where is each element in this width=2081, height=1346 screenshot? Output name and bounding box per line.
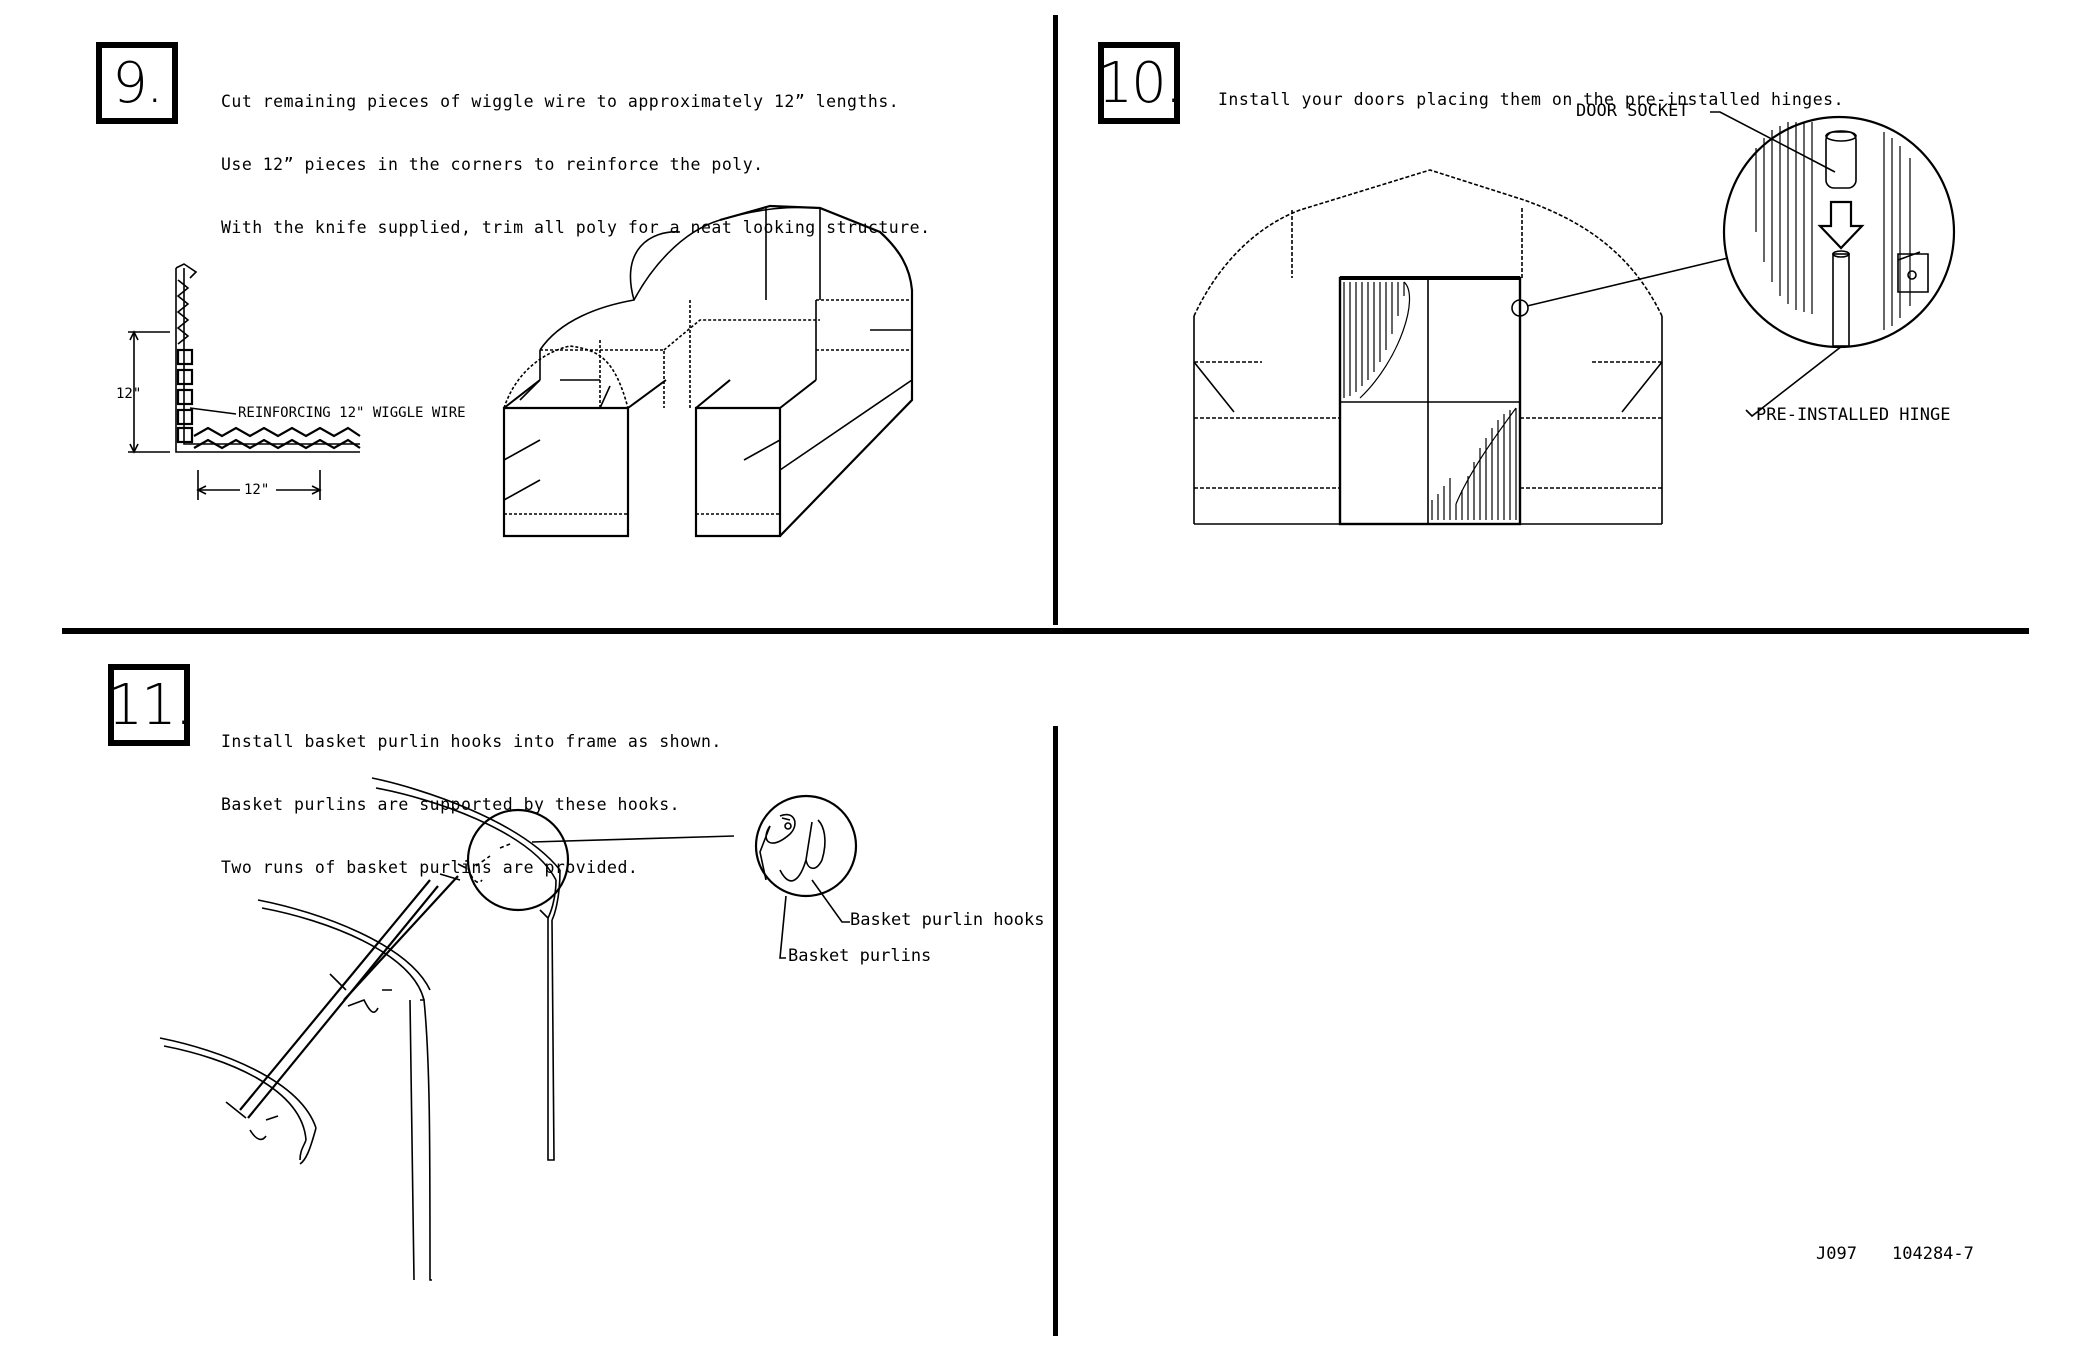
hoop-frame-with-purlins (159, 777, 858, 1281)
purlins-label: Basket purlins (788, 946, 932, 966)
hinge-detail (1710, 111, 1956, 418)
horizontal-divider (62, 628, 2029, 634)
instruction-line: With the knife supplied, trim all poly f… (221, 218, 931, 237)
instruction-line: Cut remaining pieces of wiggle wire to a… (221, 92, 900, 111)
greenhouse-isometric (502, 204, 914, 538)
instruction-line: Two runs of basket purlins are provided. (221, 858, 639, 877)
part-number: 104284-7 (1892, 1244, 1974, 1264)
greenhouse-front-with-doors (1193, 169, 1729, 526)
wire-height-label: 12" (116, 386, 142, 402)
instruction-line: Install your doors placing them on the p… (1218, 90, 1845, 109)
drawing-code: J097 (1816, 1244, 1857, 1264)
hinge-label: PRE-INSTALLED HINGE (1756, 405, 1951, 425)
step-9-number: 9. (96, 42, 178, 124)
step-10-instructions: Install your doors placing them on the p… (1218, 47, 1844, 152)
instruction-line: Use 12” pieces in the corners to reinfor… (221, 155, 764, 174)
wiggle-wire-corner-detail (128, 263, 361, 500)
step-11-instructions: Install basket purlin hooks into frame a… (221, 689, 722, 920)
step-10-number: 10. (1097, 42, 1183, 124)
door-socket-label: DOOR SOCKET (1576, 101, 1689, 121)
vertical-divider-top (1053, 15, 1058, 625)
vertical-divider-bottom (1053, 726, 1058, 1336)
instruction-line: Basket purlins are supported by these ho… (221, 795, 681, 814)
instruction-line: Install basket purlin hooks into frame a… (221, 732, 722, 751)
step-11-number: 11. (107, 664, 193, 746)
wire-length-label: 12" (244, 482, 270, 498)
purlin-hooks-label: Basket purlin hooks (850, 910, 1045, 930)
step-9-instructions: Cut remaining pieces of wiggle wire to a… (221, 49, 931, 280)
reinforcing-wire-label: REINFORCING 12" WIGGLE WIRE (238, 405, 466, 421)
